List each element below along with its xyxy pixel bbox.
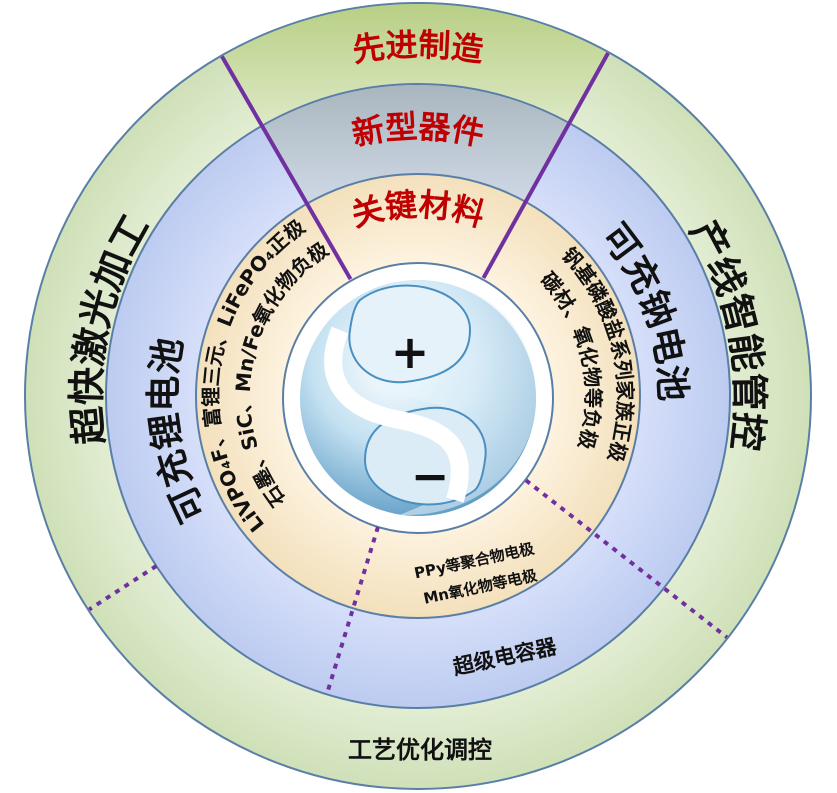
middle-top-segment (262, 84, 569, 204)
positive-sign: + (391, 325, 430, 379)
dividers (88, 52, 729, 695)
dotted-divider (88, 564, 158, 612)
dotted-divider (524, 478, 729, 639)
outer-top-segment (222, 4, 609, 126)
divider-line (481, 52, 610, 279)
divider-line (220, 55, 353, 281)
dotted-divider (324, 526, 380, 695)
water-yin-yang-icon (300, 280, 536, 516)
negative-sign: − (411, 449, 450, 503)
label-process-optimization: 工艺优化调控 (348, 736, 492, 764)
